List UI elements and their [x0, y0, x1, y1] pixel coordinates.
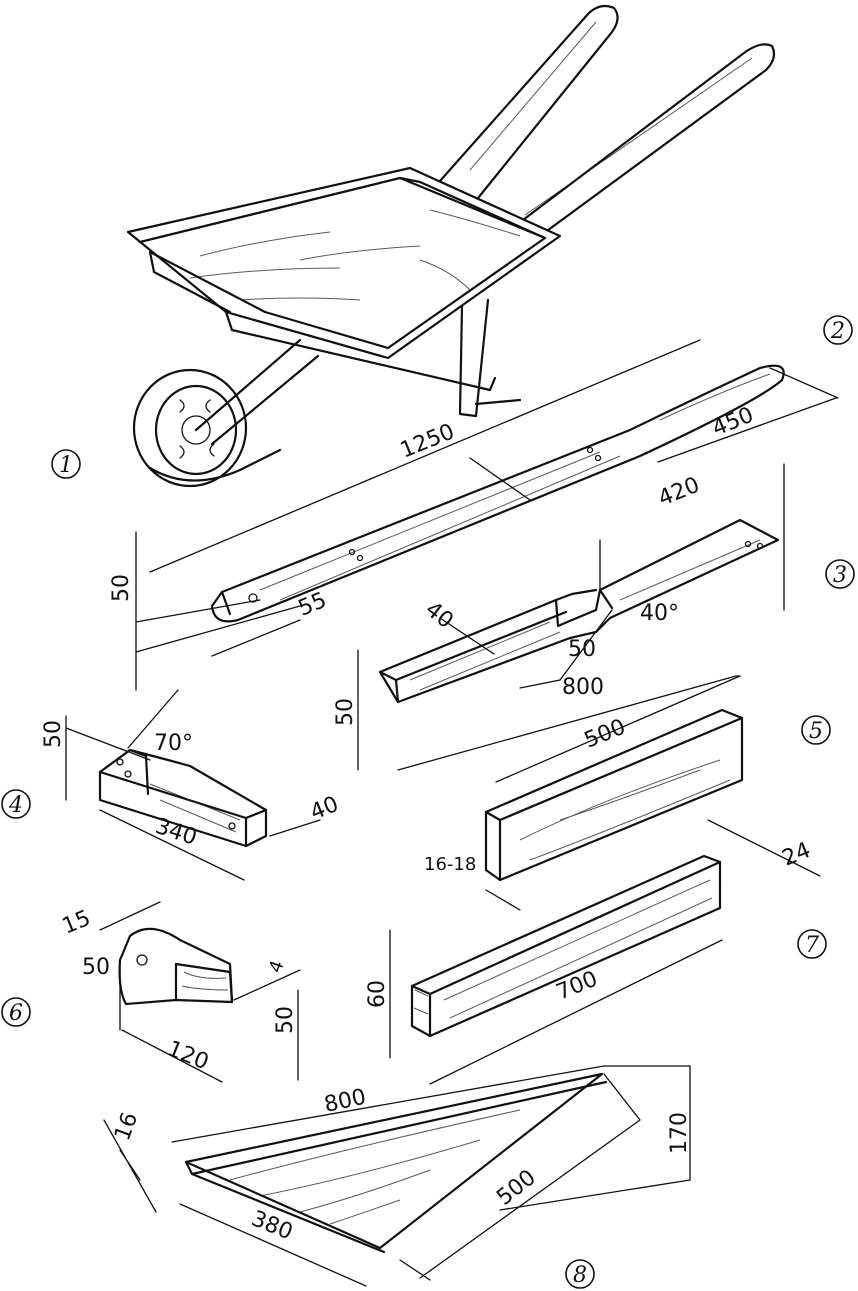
part-label-2-circle — [823, 315, 853, 345]
dim-800-part8: 800 — [322, 1085, 368, 1118]
dim-40-part4: 40 — [307, 792, 342, 826]
part-5-plank — [484, 675, 744, 911]
dim-16-18: 16-18 — [424, 854, 476, 875]
dim-15: 15 — [59, 906, 94, 940]
part-label-1-circle — [51, 449, 81, 479]
dim-4: 4 — [265, 958, 289, 976]
dim-50-notch: 50 — [568, 637, 596, 662]
dim-40-part3: 40 — [420, 597, 457, 634]
part-label-4-circle — [1, 789, 31, 819]
part-label-1: 1 — [59, 453, 73, 478]
dim-40-degree: 40° — [640, 601, 679, 626]
dim-50-part6-left: 50 — [82, 955, 110, 980]
dim-800-part3: 800 — [562, 675, 604, 700]
dim-50-part4: 50 — [41, 720, 66, 748]
dim-50-part3: 50 — [333, 698, 358, 726]
part-4-block — [65, 689, 321, 881]
part-label-2: 2 — [830, 319, 845, 344]
part-label-6: 6 — [9, 1001, 23, 1026]
wheelbarrow-assembly — [126, 4, 776, 488]
part-label-6-circle — [1, 997, 31, 1027]
part-label-5: 5 — [809, 719, 823, 744]
part-7-beam — [389, 819, 821, 1085]
part-8-tray-side — [103, 1065, 691, 1287]
part-label-7-circle — [797, 929, 827, 959]
part-label-8: 8 — [573, 1263, 587, 1288]
part-6-bracket — [99, 901, 301, 1083]
part-label-4: 4 — [8, 793, 23, 818]
part-labels: 1 2 3 4 5 6 7 8 — [1, 315, 855, 1289]
part-label-3: 3 — [833, 563, 847, 588]
part-2-handle-bar — [135, 339, 839, 691]
dim-1250: 1250 — [397, 419, 458, 463]
part-label-3-circle — [825, 559, 855, 589]
dim-120: 120 — [164, 1036, 212, 1075]
part-label-8-circle — [565, 1259, 595, 1289]
part-label-7: 7 — [805, 933, 819, 958]
dim-420: 420 — [655, 473, 703, 512]
dim-24: 24 — [779, 838, 814, 872]
dim-50-part6-right: 50 — [273, 1006, 298, 1034]
dim-50-part2: 50 — [109, 574, 134, 602]
dim-170: 170 — [667, 1112, 692, 1154]
dim-500-part5: 500 — [581, 715, 629, 754]
dim-500-part8: 500 — [492, 1165, 540, 1211]
dim-70-degree: 70° — [154, 731, 193, 756]
part-label-5-circle — [801, 715, 831, 745]
dim-60: 60 — [365, 980, 390, 1008]
part-3-cross-beam — [357, 463, 785, 771]
